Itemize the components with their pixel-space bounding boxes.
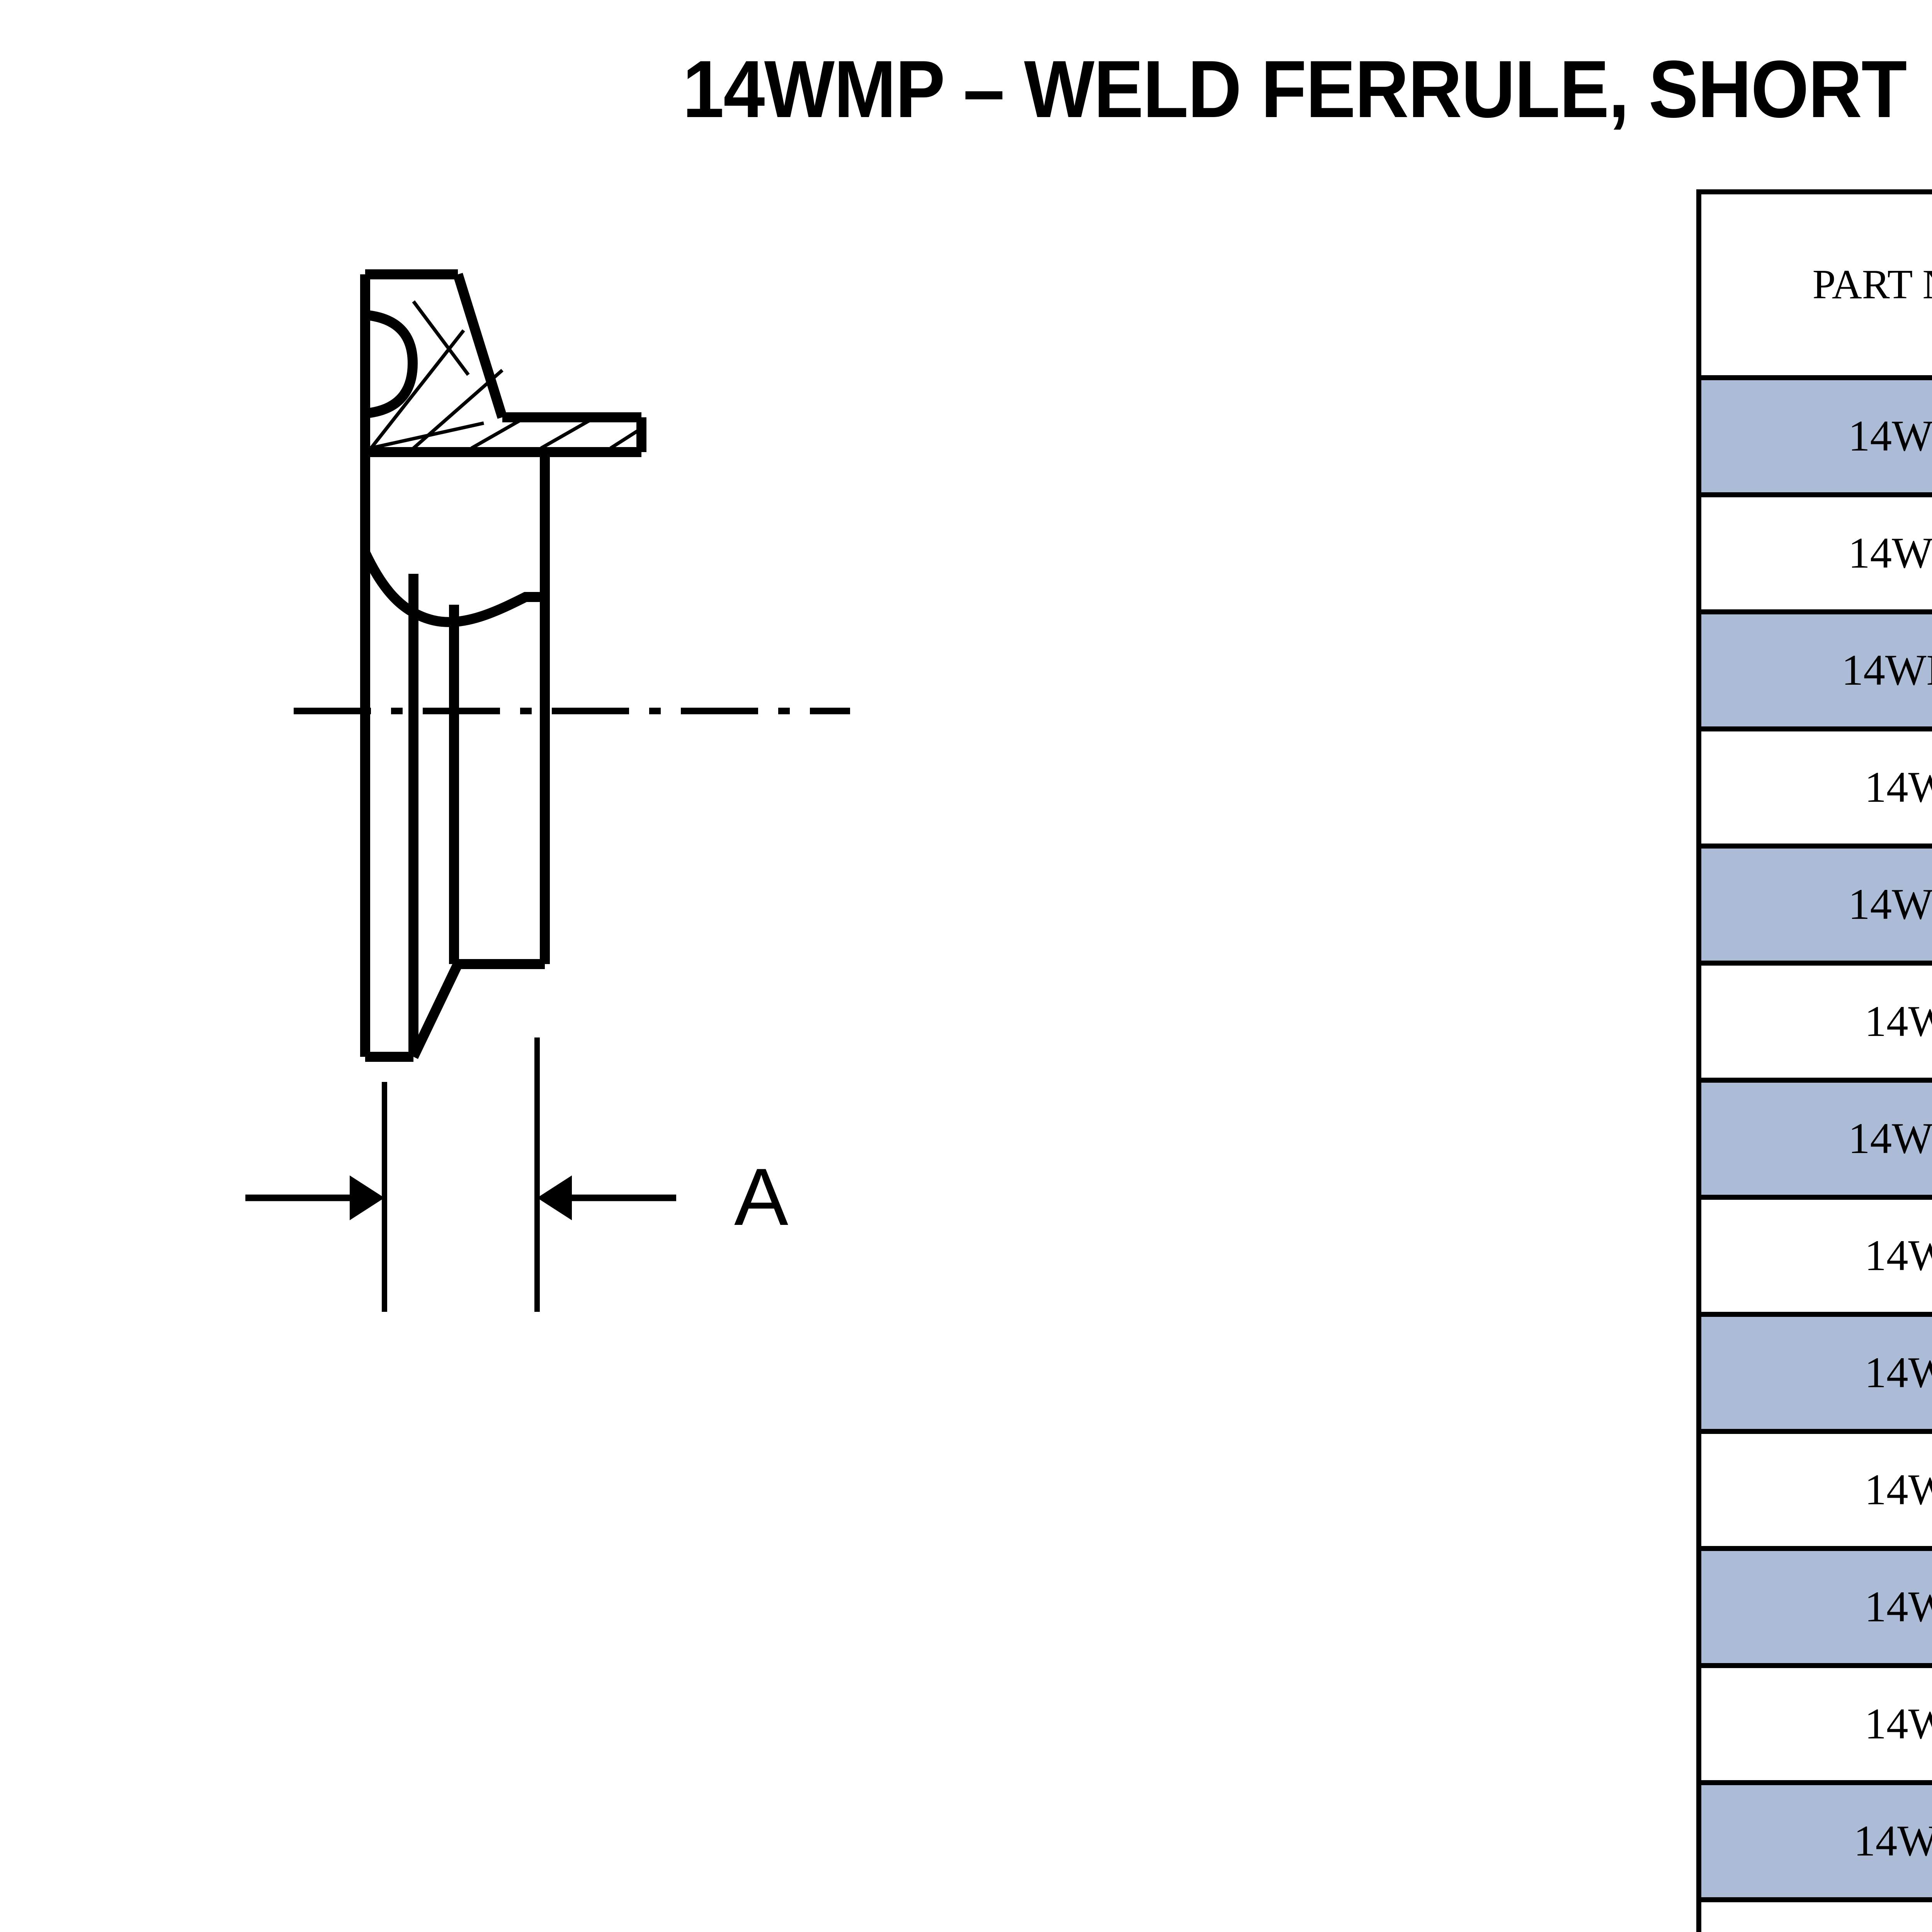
cell-part-number: 14WMP-1-A <box>1696 609 1932 731</box>
cell-part-number: 14WMP-1 <box>1696 726 1932 849</box>
table-row: 14WMP-66.750 <box>1696 1546 1932 1668</box>
table-row: 14WMP-11.500 <box>1696 726 1932 849</box>
ferrule-outline <box>360 452 550 1062</box>
cell-part-number: 14WMP-.75 <box>1696 492 1932 614</box>
cell-part-number: 14WMP-2 <box>1696 961 1932 1083</box>
ferrule-cross-section-drawing: A <box>232 247 1082 1368</box>
table-row: 14WMP-12121.000 <box>1696 1897 1932 1932</box>
cell-part-number: 14WMP-4 <box>1696 1312 1932 1434</box>
table-header: PART NUMBER SIZE (inches) A (inches) <box>1696 189 1932 380</box>
table-row: 14WMP-1-A1 (TYPE A).500 <box>1696 609 1932 731</box>
table-row: 14WMP-.501/2.500 <box>1696 375 1932 497</box>
table-row: 14WMP-55.750 <box>1696 1429 1932 1551</box>
dimension-arrow-right-icon <box>537 1175 676 1220</box>
table-header-row: PART NUMBER SIZE (inches) A (inches) <box>1696 189 1932 380</box>
cell-part-number: 14WMP-1.5 <box>1696 844 1932 966</box>
specification-table-container: PART NUMBER SIZE (inches) A (inches) 14W… <box>1696 189 1932 1932</box>
table-row: 14WMP-.753/4.500 <box>1696 492 1932 614</box>
cell-part-number: 14WMP-3 <box>1696 1195 1932 1317</box>
cell-part-number: 14WMP-12 <box>1696 1897 1932 1932</box>
gasket-groove-icon <box>364 310 418 418</box>
cell-part-number: 14WMP-10 <box>1696 1780 1932 1902</box>
column-header-part-number-line1: PART NUMBER <box>1812 262 1932 308</box>
dimension-label-a: A <box>734 1151 788 1242</box>
table-row: 14WMP-44.625 <box>1696 1312 1932 1434</box>
cell-part-number: 14WMP-8 <box>1696 1663 1932 1785</box>
cell-part-number: 14WMP-6 <box>1696 1546 1932 1668</box>
cell-part-number: 14WMP-.50 <box>1696 375 1932 497</box>
table-row: 14WMP-2.52-1/2.500 <box>1696 1078 1932 1200</box>
table-row: 14WMP-33.500 <box>1696 1195 1932 1317</box>
section-hatching <box>369 300 642 450</box>
bore-break-curve <box>361 550 545 627</box>
column-header-part-number: PART NUMBER <box>1696 189 1932 380</box>
table-row: 14WMP-88.875 <box>1696 1663 1932 1785</box>
flange-head-outline <box>360 269 646 457</box>
specification-table: PART NUMBER SIZE (inches) A (inches) 14W… <box>1696 189 1932 1932</box>
table-row: 14WMP-1.51-1/2.500 <box>1696 844 1932 966</box>
page-title: 14WMP – WELD FERRULE, SHORT <box>682 44 1907 134</box>
dimension-arrow-left-icon <box>245 1175 384 1220</box>
cell-part-number: 14WMP-2.5 <box>1696 1078 1932 1200</box>
table-row: 14WMP-1010.875 <box>1696 1780 1932 1902</box>
cell-part-number: 14WMP-5 <box>1696 1429 1932 1551</box>
table-body: 14WMP-.501/2.50014WMP-.753/4.50014WMP-1-… <box>1696 375 1932 1932</box>
dimension-extension-lines <box>382 1037 540 1312</box>
table-row: 14WMP-22.500 <box>1696 961 1932 1083</box>
